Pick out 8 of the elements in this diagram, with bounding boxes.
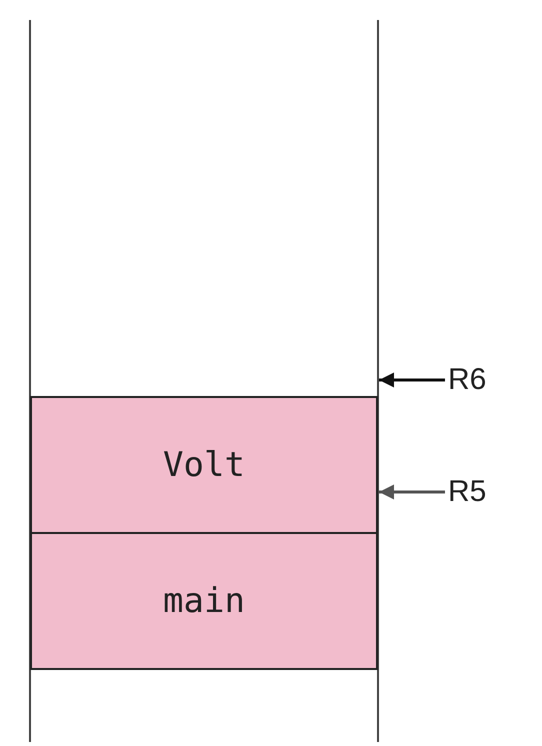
stack-frame [30,532,378,670]
stack-frame [30,396,378,534]
register-label: R6 [448,363,486,397]
pointer-arrow [379,484,445,500]
frame-label: main [163,581,245,621]
frame-label: Volt [163,445,245,485]
register-label: R5 [448,475,486,509]
pointer-arrow [379,372,445,388]
